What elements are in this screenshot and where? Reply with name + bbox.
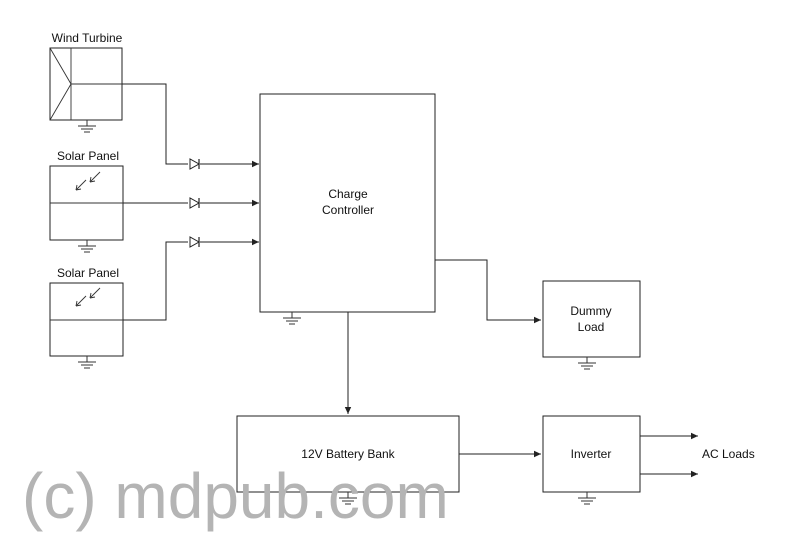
inverter-block: Inverter — [542, 415, 641, 505]
dummy-load-label-line1: Dummy — [570, 304, 611, 318]
diode-icon — [189, 158, 200, 170]
turbine-blades-icon — [49, 47, 122, 121]
wind-turbine-block: Wind Turbine — [49, 31, 123, 133]
battery-bank-box — [236, 415, 460, 493]
charge-controller-block: Charge Controller — [259, 93, 436, 325]
diode-icon — [189, 197, 200, 209]
solar-panel-2-block: Solar Panel — [49, 266, 124, 369]
ground-icon — [77, 239, 97, 253]
ground-icon — [282, 311, 302, 325]
ground-icon — [577, 491, 597, 505]
ac-loads-label: AC Loads — [702, 447, 755, 461]
solar-panel-1-label: Solar Panel — [57, 149, 119, 163]
diode-icon — [189, 236, 200, 248]
dummy-load-box — [542, 280, 641, 358]
battery-bank-label: 12V Battery Bank — [301, 447, 395, 461]
wind-turbine-label: Wind Turbine — [52, 31, 123, 45]
dummy-load-block: Dummy Load — [542, 280, 641, 370]
ground-icon — [77, 355, 97, 369]
watermark-text: (c) mdpub.com — [22, 460, 449, 532]
inverter-box — [542, 415, 641, 493]
inverter-label: Inverter — [571, 447, 612, 461]
solar-panel-2-box — [49, 282, 124, 357]
ground-icon — [577, 356, 597, 370]
controller-to-dummy-load-line — [435, 259, 541, 324]
charge-controller-label-line1: Charge — [328, 187, 368, 201]
ground-icon — [77, 119, 97, 133]
dummy-load-label-line2: Load — [578, 320, 605, 334]
solar-panel-2-label: Solar Panel — [57, 266, 119, 280]
input-wiring — [122, 83, 259, 321]
charge-controller-box — [259, 93, 436, 313]
charge-controller-label-line2: Controller — [322, 203, 374, 217]
solar-panel-1-block: Solar Panel — [49, 149, 124, 253]
battery-bank-block: 12V Battery Bank — [236, 415, 460, 505]
